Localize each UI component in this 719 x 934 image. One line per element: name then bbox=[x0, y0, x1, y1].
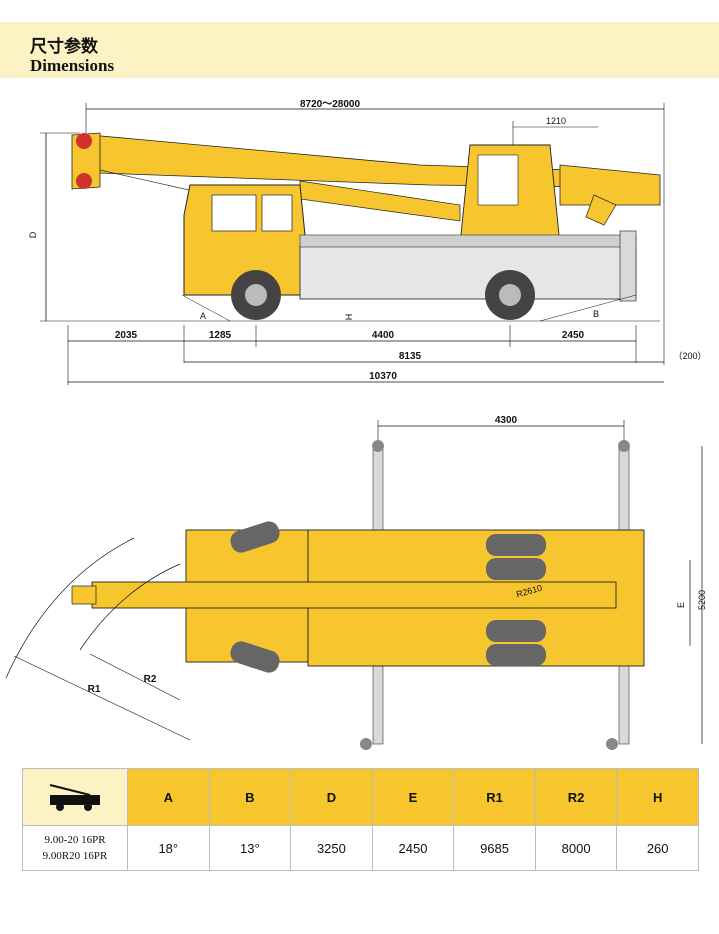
hook-sheave-bottom bbox=[76, 173, 92, 189]
section-header: 尺寸参数 Dimensions bbox=[0, 22, 719, 78]
header-b: B bbox=[208, 768, 292, 826]
title-english: Dimensions bbox=[30, 56, 115, 75]
front-overhang-text: 2035 bbox=[115, 330, 138, 341]
hook-sheave-top bbox=[76, 133, 92, 149]
rear-tyre bbox=[486, 644, 546, 666]
spec-table: A B D E R1 R2 H 9.00-20 16PR 9.00R20 16P… bbox=[22, 768, 699, 871]
header-d: D bbox=[290, 768, 373, 826]
spec-table-value-row: 9.00-20 16PR 9.00R20 16PR 18° 13° 3250 2… bbox=[22, 825, 699, 871]
turning-arc-r1 bbox=[5, 537, 135, 679]
rear-tyre bbox=[486, 534, 546, 556]
r2-leader bbox=[89, 653, 181, 701]
turning-arc-r2 bbox=[79, 563, 181, 651]
truck-cab-window bbox=[211, 194, 257, 232]
winch-drawing bbox=[585, 194, 617, 226]
header-h: H bbox=[616, 768, 699, 826]
angle-b-text: B bbox=[593, 309, 599, 319]
top-view-drawing: 4300 R2610 E 5200 R1 R2 bbox=[5, 415, 707, 750]
crane-truck-icon bbox=[46, 776, 104, 815]
body-length-text: 8135 bbox=[399, 351, 422, 362]
boom-range-text: 8720～28000 bbox=[300, 99, 360, 110]
departure-angle-line bbox=[539, 294, 637, 322]
header-e: E bbox=[371, 768, 455, 826]
total-length-text: 10370 bbox=[369, 371, 397, 382]
rear-overhang-text: 2450 bbox=[562, 330, 585, 341]
outrigger-span-text: 4300 bbox=[495, 415, 518, 426]
r1-leader bbox=[13, 655, 191, 741]
rear-wheel-hub bbox=[499, 284, 521, 306]
counterweight-body bbox=[559, 164, 661, 206]
value-b: 13° bbox=[208, 825, 292, 871]
rear-outrigger bbox=[619, 230, 637, 302]
tyre-line-2: 9.00R20 16PR bbox=[42, 850, 108, 862]
value-r1: 9685 bbox=[453, 825, 536, 871]
extra-text: （200） bbox=[673, 351, 706, 361]
spec-table-header-row: A B D E R1 R2 H bbox=[22, 768, 699, 826]
outrigger-pad bbox=[372, 440, 384, 452]
outrigger-width-text: 5200 bbox=[697, 590, 707, 610]
title-chinese: 尺寸参数 bbox=[30, 37, 98, 57]
angle-a-text: A bbox=[200, 311, 206, 321]
outrigger-pad bbox=[618, 440, 630, 452]
ground-clearance-text: H bbox=[344, 314, 354, 321]
crane-icon-cell bbox=[22, 768, 128, 826]
r2-text: R2 bbox=[144, 674, 157, 685]
header-r2: R2 bbox=[534, 768, 618, 826]
r1-text: R1 bbox=[88, 684, 101, 695]
wheelbase-text: 4400 bbox=[372, 330, 395, 341]
value-d: 3250 bbox=[290, 825, 373, 871]
value-a: 18° bbox=[127, 825, 210, 871]
front-tyre-left bbox=[230, 521, 280, 553]
side-view-drawing: 8720～28000 1210 D A B H 2035 1285 4400 2… bbox=[28, 99, 707, 385]
front-tyre-right bbox=[230, 641, 280, 673]
truck-cab-door-window bbox=[261, 194, 293, 232]
front-to-axle-text: 1285 bbox=[209, 330, 232, 341]
approach-angle-line bbox=[181, 294, 231, 322]
value-r2: 8000 bbox=[534, 825, 618, 871]
luffing-cylinder bbox=[299, 180, 461, 222]
boom-top bbox=[91, 581, 617, 609]
height-d-text: D bbox=[28, 231, 38, 238]
crane-truck-icon-graphic bbox=[49, 783, 100, 811]
value-h: 260 bbox=[616, 825, 699, 871]
rear-tyre bbox=[486, 558, 546, 580]
tyre-line-1: 9.00-20 16PR bbox=[44, 834, 106, 846]
tyre-cell: 9.00-20 16PR 9.00R20 16PR bbox=[22, 825, 128, 871]
outrigger-pad bbox=[606, 738, 618, 750]
front-wheel-hub bbox=[245, 284, 267, 306]
track-width-text: E bbox=[676, 602, 686, 608]
rear-offset-text: 1210 bbox=[546, 116, 566, 126]
outrigger-pad bbox=[360, 738, 372, 750]
value-e: 2450 bbox=[371, 825, 455, 871]
chassis-frame bbox=[299, 234, 637, 248]
crane-cabin-window bbox=[477, 154, 519, 206]
truck-chassis bbox=[299, 244, 637, 300]
header-a: A bbox=[127, 768, 210, 826]
rear-tyre bbox=[486, 620, 546, 642]
boom-head-top bbox=[71, 585, 97, 605]
header-r1: R1 bbox=[453, 768, 536, 826]
